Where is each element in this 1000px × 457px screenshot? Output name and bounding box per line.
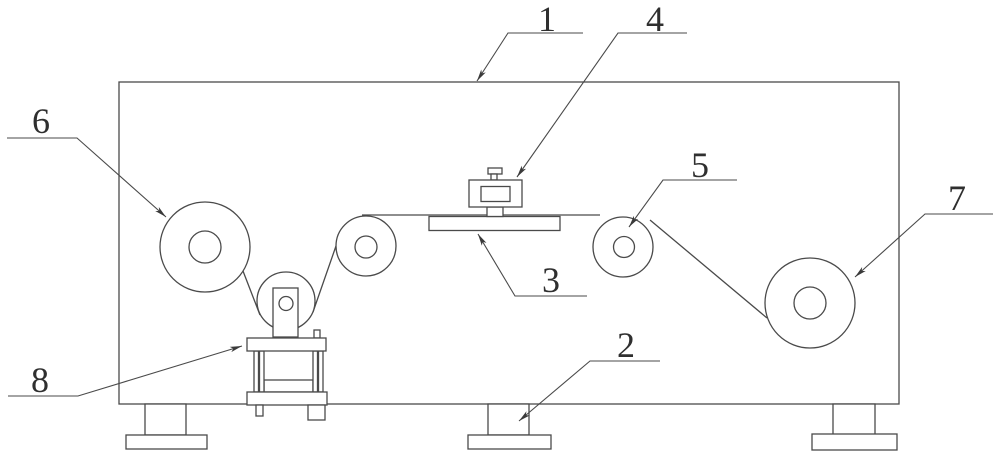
callout-6-label: 6 (32, 101, 50, 141)
callout-8-label: 8 (31, 360, 49, 400)
web-line-pulley-to-guide (312, 245, 337, 313)
callout-3: 3 (477, 233, 587, 300)
adjustable-mount (246, 329, 328, 421)
winding-roller (764, 257, 856, 349)
callout-5-label: 5 (691, 145, 709, 185)
callout-4-label: 4 (646, 0, 664, 39)
feed-roller (159, 201, 251, 293)
callout-7: 7 (854, 178, 993, 278)
callout-2: 2 (518, 325, 660, 422)
callout-1-leader (476, 32, 583, 82)
pulley-bracket-arm (272, 287, 299, 338)
feed-roller-hub (188, 230, 222, 264)
callout-3-label: 3 (542, 260, 560, 300)
pulley-bracket-arm-hole (278, 295, 294, 312)
callout-8: 8 (8, 345, 243, 400)
device-knob-cap (487, 167, 503, 175)
mount-foot-small (255, 404, 264, 417)
callout-3-leader (477, 233, 587, 297)
guide-roller-left-hub (354, 235, 378, 259)
callout-7-label: 7 (948, 178, 966, 218)
mount-top-plate (246, 337, 327, 352)
mount-post-left-inner (258, 350, 265, 393)
guide-roller-right-hub (612, 235, 636, 259)
mount-nub (313, 329, 321, 339)
mount-post-right-inner (312, 350, 319, 393)
mount-post-right-outer (317, 350, 324, 393)
callout-2-label: 2 (617, 325, 635, 365)
callout-5: 5 (628, 145, 737, 228)
adjusting-device (468, 167, 523, 218)
mount-post-left-outer (253, 350, 260, 393)
web-line-to-winding-roller (649, 219, 768, 319)
callout-4-leader (516, 32, 687, 178)
support-foot-right (811, 403, 898, 451)
device-window (480, 185, 511, 203)
support-foot-left (125, 403, 208, 450)
mount-shelf (263, 379, 314, 393)
callout-8-leader (8, 345, 243, 397)
support-foot-middle (467, 403, 552, 450)
device-knob-stem (490, 173, 498, 181)
guide-roller-left (335, 215, 397, 277)
device-lower-stem (486, 206, 504, 218)
callout-1-label: 1 (538, 0, 556, 39)
callout-4: 4 (516, 0, 687, 178)
callout-2-leader (518, 360, 660, 422)
callout-6-leader (7, 137, 167, 218)
winding-roller-hub (793, 286, 827, 320)
callout-1: 1 (476, 0, 583, 82)
callout-5-leader (628, 179, 737, 228)
support-plate (428, 215, 561, 232)
callout-7-leader (854, 213, 993, 278)
mount-bottom-plate (246, 391, 328, 406)
callout-6: 6 (7, 101, 167, 218)
guide-roller-right (592, 216, 654, 278)
mount-foot-block (307, 404, 326, 421)
